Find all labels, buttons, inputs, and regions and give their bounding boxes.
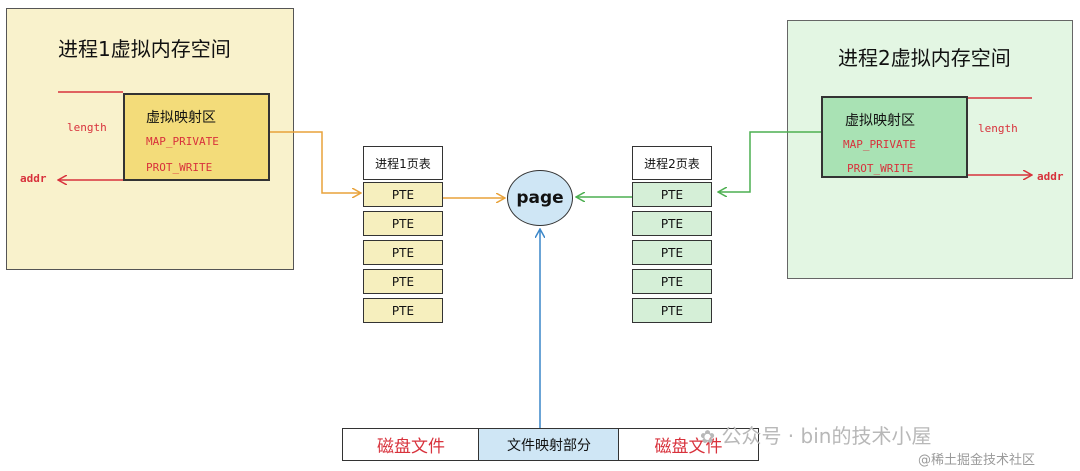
p2-length-label: length [978, 122, 1018, 135]
page-table-2-title: 进程2页表 [632, 146, 712, 180]
p1-addr-label: addr [20, 172, 47, 185]
page-table-2-entry: PTE [632, 269, 712, 294]
page-table-1-entry: PTE [363, 269, 443, 294]
p1-length-label: length [67, 121, 107, 134]
process1-vma-flag-write: PROT_WRITE [146, 161, 213, 174]
page-table-1-entry: PTE [363, 182, 443, 207]
disk-file-left: 磁盘文件 [342, 428, 480, 461]
process1-vma-box: 虚拟映射区 MAP_PRIVATE PROT_WRITE [123, 93, 270, 181]
process2-vma-flag-private: MAP_PRIVATE [843, 138, 916, 151]
wechat-icon: ✿ [700, 427, 716, 448]
page-table-1-entry: PTE [363, 240, 443, 265]
page-table-1: 进程1页表 PTE PTE PTE PTE PTE [363, 146, 443, 323]
page-table-2-entry: PTE [632, 211, 712, 236]
process2-title: 进程2虚拟内存空间 [838, 46, 1011, 70]
process1-vma-title: 虚拟映射区 [146, 110, 216, 126]
page-table-1-entry: PTE [363, 211, 443, 236]
juejin-watermark: @稀土掘金技术社区 [918, 453, 1036, 468]
page-table-1-title: 进程1页表 [363, 146, 443, 180]
process1-vma-flag-private: MAP_PRIVATE [146, 135, 219, 148]
file-mapped-region: 文件映射部分 [478, 428, 620, 461]
physical-page-node: page [507, 170, 573, 226]
process1-title: 进程1虚拟内存空间 [58, 37, 231, 61]
vma2-to-pagetable2-arrow [718, 131, 821, 192]
page-table-2: 进程2页表 PTE PTE PTE PTE PTE [632, 146, 712, 323]
process2-vma-flag-write: PROT_WRITE [847, 162, 914, 175]
process2-vma-title: 虚拟映射区 [845, 113, 915, 129]
wechat-watermark: ✿ 公众号 · bin的技术小屋 [700, 424, 932, 448]
page-table-2-entry: PTE [632, 298, 712, 323]
vma1-to-pagetable1-arrow [270, 131, 361, 193]
page-table-1-entry: PTE [363, 298, 443, 323]
page-table-2-entry: PTE [632, 240, 712, 265]
page-table-2-entry: PTE [632, 182, 712, 207]
p2-addr-label: addr [1037, 170, 1064, 183]
process2-vma-box: 虚拟映射区 MAP_PRIVATE PROT_WRITE [821, 96, 968, 178]
disk-file-right: 磁盘文件 [618, 428, 759, 461]
